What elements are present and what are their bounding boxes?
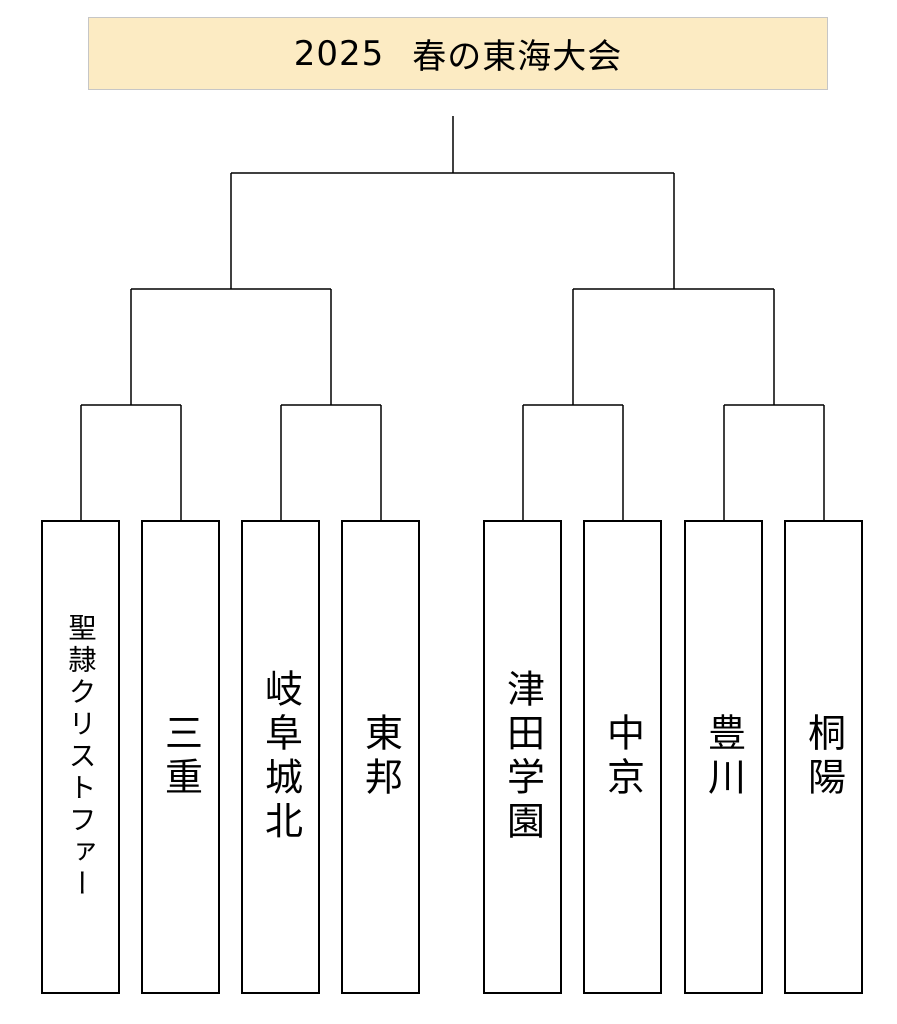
team-name: 津田学園: [500, 669, 545, 845]
team-box-2: 三重: [141, 520, 220, 994]
team-name: 岐阜城北: [258, 669, 303, 845]
team-name: 東邦: [358, 713, 403, 801]
title-year: 2025: [293, 33, 385, 74]
team-box-8: 桐陽: [784, 520, 863, 994]
team-name: 聖隷クリストファー: [64, 613, 98, 901]
team-name: 豊川: [701, 713, 746, 801]
team-box-4: 東邦: [341, 520, 420, 994]
tournament-title: 2025 春の東海大会: [88, 17, 828, 90]
team-name: 桐陽: [801, 713, 846, 801]
team-box-7: 豊川: [684, 520, 763, 994]
team-box-1: 聖隷クリストファー: [41, 520, 120, 994]
team-name: 三重: [158, 713, 203, 801]
title-name: 春の東海大会: [412, 37, 623, 77]
team-box-6: 中京: [583, 520, 662, 994]
team-box-3: 岐阜城北: [241, 520, 320, 994]
team-name: 中京: [600, 713, 645, 801]
team-box-5: 津田学園: [483, 520, 562, 994]
